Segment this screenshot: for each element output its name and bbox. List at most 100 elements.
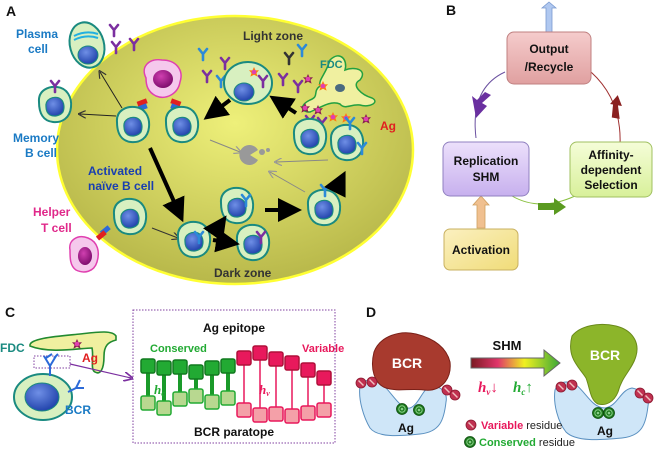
conserved-residue-icon — [396, 403, 408, 415]
plasma-cell-label-2: cell — [28, 42, 48, 56]
shm-arrow-icon — [470, 348, 561, 378]
epitope-residue — [204, 360, 220, 376]
memory-b-cell-label-1: Memory — [13, 131, 59, 145]
epitope-residue — [220, 358, 236, 374]
output-arrow-icon — [540, 1, 558, 33]
panel-c-label: C — [5, 304, 15, 320]
paratope-residue — [284, 408, 300, 424]
legend-variable: Variable residue — [481, 420, 562, 432]
ag-right-label: Ag — [597, 424, 613, 438]
paratope-residue — [140, 395, 156, 411]
conserved-residue-icon — [413, 404, 425, 416]
legend: Variable residue Conserved residue — [464, 419, 575, 449]
bcr-right-label: BCR — [590, 347, 620, 363]
bcr-left-label: BCR — [392, 355, 422, 371]
activated-naive-label-2: naïve B cell — [88, 179, 154, 193]
b-cell — [115, 105, 151, 144]
plasma-cell-label-1: Plasma — [16, 27, 58, 41]
helper-t-label-1: Helper — [33, 205, 71, 219]
paratope-residue — [220, 390, 236, 406]
variable-residue-icon — [566, 379, 578, 391]
svg-text:/Recycle: /Recycle — [525, 60, 574, 74]
variable-label: Variable — [302, 343, 344, 355]
b-cell — [292, 117, 328, 156]
dividing-b-cell — [176, 220, 212, 259]
box-affinity-selection: Affinity- dependent Selection — [569, 141, 653, 198]
panel-d: D BCR Ag SHM hv↓ hc↑ BCR Ag Variable res… — [355, 304, 654, 449]
svg-text:dependent: dependent — [581, 163, 642, 177]
svg-text:SHM: SHM — [473, 170, 500, 184]
b-cell-c — [13, 373, 73, 421]
residue-chain — [140, 345, 332, 424]
conserved-residue-icon — [603, 407, 615, 419]
variable-residue-icon — [555, 381, 567, 393]
paratope-residue — [236, 402, 252, 418]
panel-a-label: A — [6, 3, 16, 19]
fdc-label-c: FDC — [0, 341, 25, 355]
paratope-residue — [172, 391, 188, 407]
ag-label: Ag — [380, 119, 396, 133]
bcr-left — [372, 332, 451, 391]
paratope-residue — [188, 388, 204, 404]
zoom-region — [33, 355, 71, 369]
variable-residue-icon — [642, 392, 654, 404]
epitope-residue — [300, 362, 316, 378]
ag-left-label: Ag — [398, 421, 414, 435]
dark-zone-label: Dark zone — [214, 266, 272, 280]
panel-d-label: D — [366, 304, 376, 320]
bcr-right — [570, 323, 638, 405]
paratope-residue — [252, 407, 268, 423]
dividing-b-cell — [235, 223, 271, 262]
paratope-residue — [156, 400, 172, 416]
hc-increase-label: hc↑ — [513, 380, 533, 397]
epitope-residue — [252, 345, 268, 361]
shm-label: SHM — [493, 338, 522, 353]
fdc-cell — [301, 55, 376, 113]
variable-residue-icon — [465, 419, 477, 431]
activation-arrow-icon — [472, 195, 490, 229]
conserved-residue-icon — [592, 407, 604, 419]
conserved-residue-icon — [464, 436, 476, 448]
activated-naive-b-cell — [112, 197, 148, 236]
variable-residue-icon — [449, 389, 461, 401]
epitope-residue — [236, 350, 252, 366]
variable-residue-icon — [355, 377, 367, 389]
b-cell — [164, 105, 200, 144]
bcr-paratope-label: BCR paratope — [194, 425, 274, 439]
hc-label: hc — [154, 382, 165, 398]
epitope-residue — [316, 370, 332, 386]
red-cycle-arrow-icon — [610, 95, 622, 119]
green-cycle-arrow-icon — [538, 198, 566, 215]
epitope-residue — [156, 360, 172, 376]
apoptotic-body-icon — [239, 145, 270, 165]
paratope-residue — [268, 406, 284, 422]
paratope-residue — [316, 402, 332, 418]
helper-t-cell-lz — [143, 58, 182, 98]
variable-residue-icon — [366, 376, 378, 388]
ag-epitope-label: Ag epitope — [203, 321, 265, 335]
dividing-b-cell — [219, 186, 255, 225]
paratope-residue — [204, 394, 220, 410]
panel-b-label: B — [446, 2, 456, 18]
box-replication-shm: Replication SHM — [442, 141, 530, 197]
epitope-residue — [188, 364, 204, 380]
legend-conserved: Conserved residue — [479, 437, 575, 449]
memory-b-cell-label-2: B cell — [25, 146, 57, 160]
paratope-residue — [300, 405, 316, 421]
epitope-residue — [284, 355, 300, 371]
activated-naive-label-1: Activated — [88, 164, 142, 178]
epitope-residue — [268, 351, 284, 367]
svg-text:Replication: Replication — [454, 154, 519, 168]
hv-label: hv — [259, 382, 270, 398]
fdc-label: FDC — [320, 59, 343, 71]
panel-b: B Output /Recycle Replication SHM — [442, 1, 653, 271]
bcr-label-c: BCR — [65, 403, 91, 417]
plasma-cell — [68, 21, 106, 69]
fdc-shape — [29, 331, 117, 374]
box-output-recycle: Output /Recycle — [506, 31, 592, 85]
svg-text:Output: Output — [529, 42, 568, 56]
purple-cycle-arrow-icon — [472, 92, 491, 118]
light-zone-label: Light zone — [243, 29, 303, 43]
helper-t-cell — [69, 236, 100, 273]
